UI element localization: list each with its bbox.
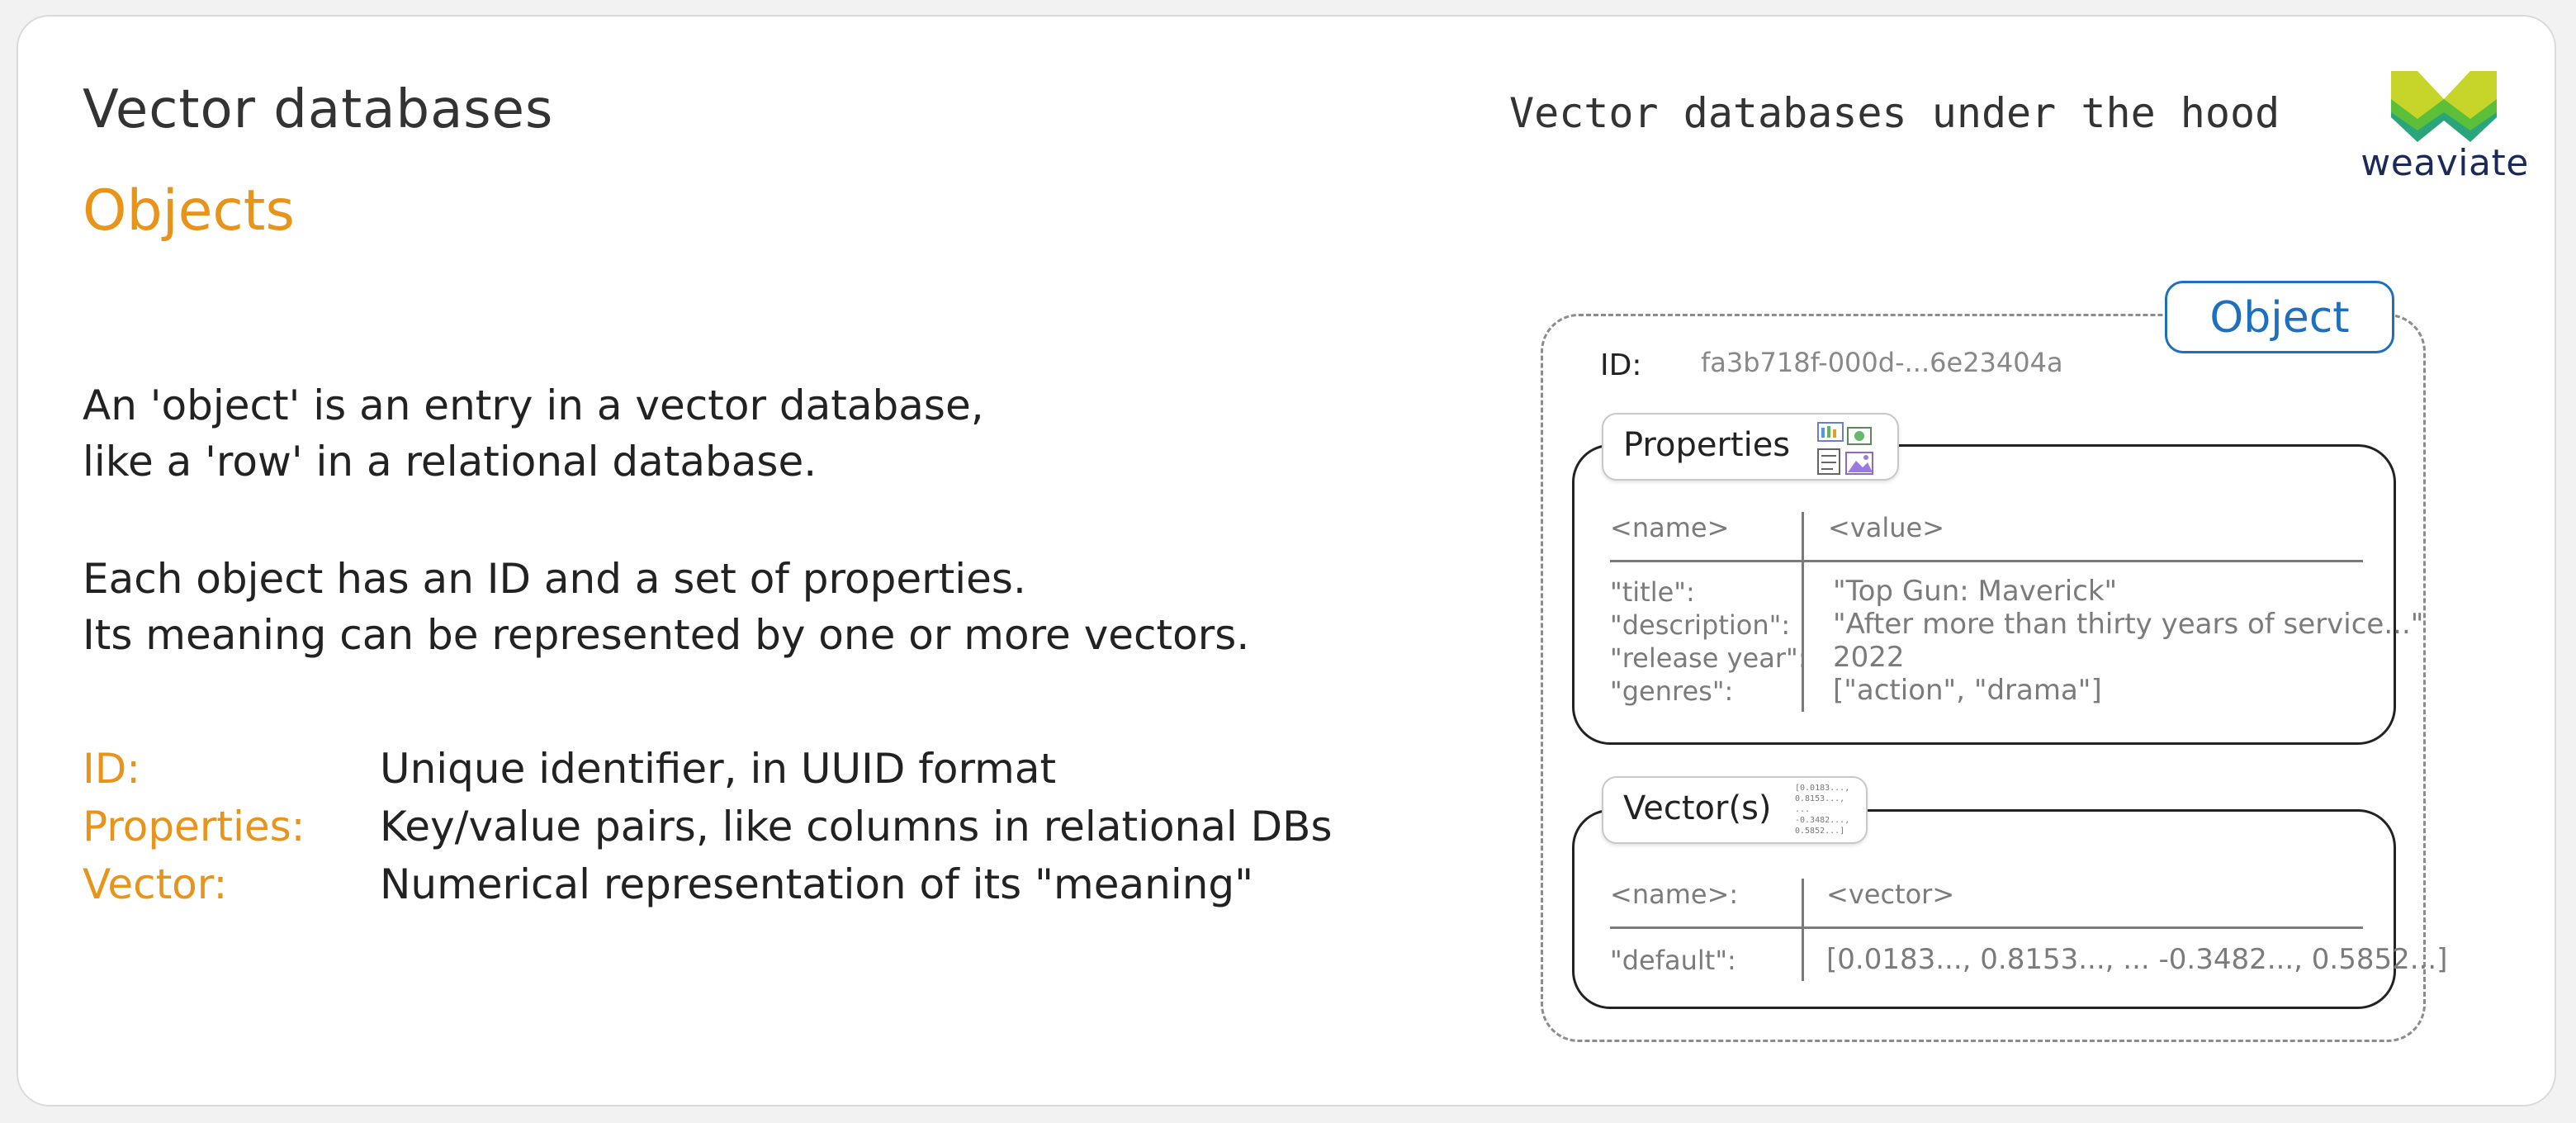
logo-text: weaviate — [2361, 142, 2529, 184]
page-title: Vector databases — [83, 79, 554, 140]
property-name: "genres": — [1610, 675, 1734, 707]
property-value: ["action", "drama"] — [1833, 674, 2102, 707]
vector-value: [0.0183..., 0.8153..., ... -0.3482..., 0… — [1826, 943, 2448, 976]
property-value: "After more than thirty years of service… — [1833, 608, 2424, 641]
weaviate-logo-icon — [2391, 71, 2497, 142]
object-diagram-frame — [1541, 314, 2426, 1042]
object-tag: Object — [2165, 281, 2394, 353]
weaviate-logo: weaviate — [2358, 66, 2531, 184]
section-label: Vector databases under the hood — [1509, 89, 2280, 137]
intro-line-4: Its meaning can be represented by one or… — [83, 611, 1250, 659]
definition-desc-properties: Key/value pairs, like columns in relatio… — [380, 803, 1333, 851]
definition-desc-id: Unique identifier, in UUID format — [380, 745, 1057, 793]
definition-term-vector: Vector: — [83, 860, 228, 908]
properties-column-divider — [1802, 512, 1804, 712]
property-name: "description": — [1610, 609, 1791, 641]
vector-thumb-line: ... — [1795, 805, 1811, 814]
vector-thumb-line: -0.3482..., — [1795, 816, 1850, 825]
vector-thumb-line: [0.0183..., — [1795, 784, 1850, 793]
vectors-column-divider — [1802, 879, 1804, 981]
properties-header-value: <value> — [1828, 512, 1945, 543]
page-subtitle: Objects — [83, 178, 295, 244]
intro-line-2: like a 'row' in a relational database. — [83, 438, 817, 486]
vector-name: "default": — [1610, 945, 1736, 976]
vector-thumb-line: 0.5852...] — [1795, 827, 1845, 836]
vectors-tag: Vector(s) [0.0183..., 0.8153..., ... -0.… — [1602, 776, 1868, 844]
property-name: "title": — [1610, 576, 1695, 608]
property-name: "release year": — [1610, 642, 1807, 674]
intro-line-1: An 'object' is an entry in a vector data… — [83, 381, 984, 429]
diagram-id-label: ID: — [1600, 348, 1642, 382]
properties-tag: Properties — [1602, 413, 1899, 481]
vectors-header-value: <vector> — [1826, 879, 1955, 910]
properties-header-name: <name> — [1610, 512, 1730, 543]
properties-types-icon — [1817, 422, 1873, 475]
definition-desc-vector: Numerical representation of its "meaning… — [380, 860, 1254, 908]
definition-term-properties: Properties: — [83, 803, 305, 851]
definition-term-id: ID: — [83, 745, 141, 793]
properties-tag-label: Properties — [1623, 426, 1791, 464]
intro-line-3: Each object has an ID and a set of prope… — [83, 555, 1026, 603]
property-value: "Top Gun: Maverick" — [1833, 575, 2118, 608]
diagram-id-value: fa3b718f-000d-...6e23404a — [1701, 347, 2063, 378]
properties-header-divider — [1610, 560, 2363, 562]
properties-box — [1572, 444, 2396, 745]
vector-thumb-line: 0.8153..., — [1795, 794, 1845, 803]
property-value: 2022 — [1833, 641, 1905, 674]
vectors-header-name: <name>: — [1610, 879, 1739, 910]
vector-thumbnail-icon: [0.0183..., 0.8153..., ... -0.3482..., 0… — [1795, 783, 1849, 836]
vectors-tag-label: Vector(s) — [1623, 789, 1772, 827]
vectors-header-divider — [1610, 926, 2363, 929]
